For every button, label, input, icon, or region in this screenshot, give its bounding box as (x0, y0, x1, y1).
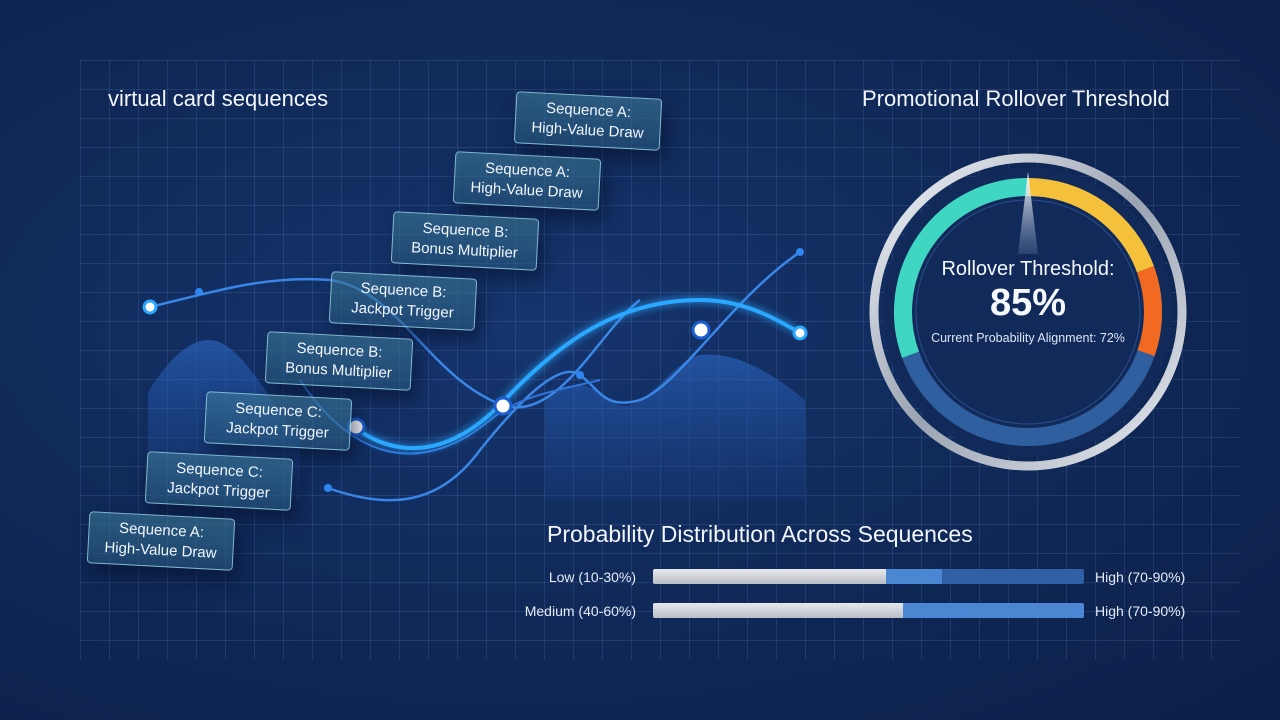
sequence-card-desc: Jackpot Trigger (166, 479, 271, 502)
sequence-card[interactable]: Sequence A: High-Value Draw (513, 91, 663, 151)
distribution-row: Medium (40-60%) High (70-90%) (500, 602, 1220, 624)
gauge-dial (869, 153, 1187, 471)
distribution-bar (653, 569, 1084, 584)
distribution-title: Probability Distribution Across Sequence… (547, 521, 973, 547)
distribution-bar (653, 603, 1084, 618)
curve-point (195, 288, 203, 296)
gauge-needle (1018, 172, 1038, 254)
area-shape-right (545, 354, 805, 500)
gauge-outer-ring (869, 153, 1187, 471)
sequence-card-desc: Jackpot Trigger (350, 299, 455, 322)
curve-point (576, 371, 584, 379)
distribution-row-right-label: High (70-90%) (1095, 569, 1186, 585)
gauge-arc-yellow (1027, 178, 1154, 273)
gauge-arc-teal (894, 178, 1029, 358)
curve-point (324, 484, 332, 492)
gauge-title: Promotional Rollover Threshold (862, 86, 1170, 111)
sequence-card[interactable]: Sequence A: High-Value Draw (452, 151, 602, 211)
curve-point (792, 325, 808, 341)
curve-thin-1 (149, 277, 641, 409)
sequence-card[interactable]: Sequence B: Bonus Multiplier (390, 211, 540, 271)
sequence-card[interactable]: Sequence C: Jackpot Trigger (203, 391, 353, 451)
distribution-row-right-label: High (70-90%) (1095, 603, 1186, 619)
distribution-row: Low (10-30%) High (70-90%) (500, 568, 1220, 590)
distribution-row-left-label: Medium (40-60%) (524, 603, 636, 619)
gauge-label: Rollover Threshold: (941, 258, 1115, 280)
gauge-subtext: Current Probability Alignment: 72% (931, 331, 1125, 345)
sequence-card-desc: Jackpot Trigger (225, 419, 330, 442)
curve-point (796, 248, 804, 256)
sequence-card[interactable]: Sequence B: Jackpot Trigger (328, 271, 478, 331)
sequence-card[interactable]: Sequence C: Jackpot Trigger (144, 451, 294, 511)
curve-point (142, 299, 158, 315)
curve-node (493, 396, 513, 416)
rollover-gauge: Rollover Threshold: 85% Current Probabil… (866, 150, 1190, 474)
sequence-card[interactable]: Sequence A: High-Value Draw (86, 511, 236, 571)
curve-node (691, 320, 711, 340)
curve-main (353, 297, 802, 451)
gauge-arc-orange (1136, 266, 1162, 357)
distribution-bar-grey-fill (653, 569, 886, 584)
page-title: virtual card sequences (108, 86, 329, 111)
gauge-value: 85% (989, 282, 1067, 324)
sequence-card-desc: Bonus Multiplier (410, 239, 519, 262)
sequence-card-desc: Bonus Multiplier (284, 359, 393, 382)
distribution-bar-grey-fill (653, 603, 903, 618)
sequence-card[interactable]: Sequence B: Bonus Multiplier (264, 331, 414, 391)
distribution-row-left-label: Low (10-30%) (548, 569, 636, 585)
